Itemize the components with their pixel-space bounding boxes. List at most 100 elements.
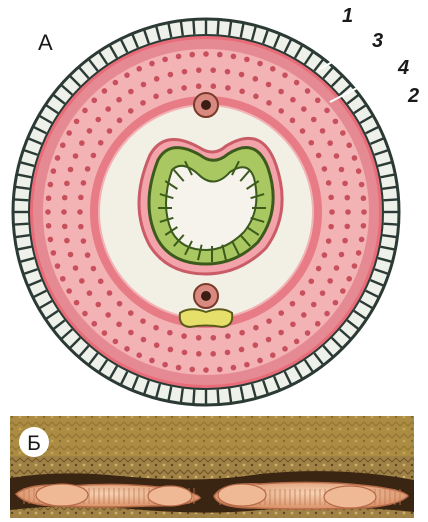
muscle-cell xyxy=(290,97,296,103)
muscle-cell xyxy=(270,66,276,72)
ventral-nerve-core xyxy=(201,291,211,301)
muscle-cell xyxy=(334,265,340,271)
muscle-cell xyxy=(149,358,155,364)
muscle-cell xyxy=(300,128,306,134)
muscle-cell xyxy=(290,321,296,327)
muscle-cell xyxy=(239,72,245,78)
worm-left xyxy=(16,484,200,507)
muscle-cell xyxy=(60,276,66,282)
muscle-cell xyxy=(95,302,101,308)
ventral-organ xyxy=(180,309,233,327)
muscle-cell xyxy=(167,88,173,94)
muscle-cell xyxy=(203,367,209,373)
muscle-cell xyxy=(225,85,231,91)
muscle-cell xyxy=(48,182,54,188)
muscle-cell xyxy=(61,209,67,215)
muscle-cell xyxy=(253,94,259,100)
muscle-cell xyxy=(107,290,113,296)
muscle-cell xyxy=(294,80,300,86)
muscle-cell xyxy=(149,61,155,67)
muscle-cell xyxy=(266,318,272,324)
muscle-cell xyxy=(253,325,259,331)
muscle-cell xyxy=(211,335,217,341)
muscle-cell xyxy=(91,97,97,103)
muscle-cell xyxy=(322,166,328,172)
muscle-cell xyxy=(196,67,202,73)
muscle-cell xyxy=(294,339,300,345)
muscle-cell xyxy=(339,167,345,173)
muscle-cell xyxy=(105,312,111,318)
muscle-cell xyxy=(46,223,52,229)
panel-b-worms-in-soil: Б xyxy=(10,416,414,518)
muscle-cell xyxy=(196,335,202,341)
muscle-cell xyxy=(154,76,160,82)
muscle-cell xyxy=(140,318,146,324)
muscle-cell xyxy=(346,276,352,282)
muscle-cell xyxy=(128,89,134,95)
muscle-cell xyxy=(320,128,326,134)
muscle-cell xyxy=(181,85,187,91)
muscle-cell xyxy=(359,182,365,188)
muscle-cell xyxy=(308,140,314,146)
muscle-cell xyxy=(141,337,147,343)
muscle-cell xyxy=(116,97,122,103)
muscle-cell xyxy=(266,82,272,88)
muscle-cell xyxy=(244,362,250,368)
muscle-cell xyxy=(113,339,119,345)
muscle-cell xyxy=(326,238,332,244)
muscle-cell xyxy=(217,52,223,58)
muscle-cell xyxy=(82,108,88,114)
muscle-cell xyxy=(315,321,321,327)
muscle-cell xyxy=(98,140,104,146)
muscle-cell xyxy=(154,342,160,348)
muscle-cell xyxy=(168,347,174,353)
muscle-cell xyxy=(282,346,288,352)
muscle-cell xyxy=(253,76,259,82)
muscle-cell xyxy=(64,181,70,187)
muscle-cell xyxy=(345,209,351,215)
muscle-cell xyxy=(60,142,66,148)
muscle-cell xyxy=(64,238,70,244)
muscle-cell xyxy=(136,352,142,358)
muscle-cell xyxy=(340,130,346,136)
muscle-cell xyxy=(55,263,61,269)
muscle-cell xyxy=(55,155,61,161)
muscle-cell xyxy=(73,153,79,159)
muscle-cell xyxy=(327,278,333,284)
muscle-cell xyxy=(282,72,288,78)
muscle-cell xyxy=(136,66,142,72)
muscle-cell xyxy=(79,140,85,146)
muscle-cell xyxy=(116,321,122,327)
muscle-cell xyxy=(74,119,80,125)
callout-label-2: 2 xyxy=(407,85,419,107)
cuticle-tick xyxy=(218,20,219,34)
muscle-cell xyxy=(253,342,259,348)
muscle-cell xyxy=(352,155,358,161)
muscle-cell xyxy=(225,333,231,339)
muscle-cell xyxy=(311,302,317,308)
muscle-cell xyxy=(231,365,237,371)
muscle-cell xyxy=(356,168,362,174)
muscle-cell xyxy=(66,130,72,136)
muscle-cell xyxy=(51,250,57,256)
muscle-cell xyxy=(340,288,346,294)
muscle-cell xyxy=(290,301,296,307)
muscle-cell xyxy=(91,266,97,272)
muscle-cell xyxy=(333,300,339,306)
muscle-cell xyxy=(278,89,284,95)
cuticle-tick xyxy=(384,199,398,200)
muscle-cell xyxy=(211,83,217,89)
muscle-cell xyxy=(278,330,284,336)
muscle-cell xyxy=(82,311,88,317)
muscle-cell xyxy=(81,238,87,244)
muscle-cell xyxy=(113,80,119,86)
muscle-cell xyxy=(85,166,91,172)
muscle-cell xyxy=(153,325,159,331)
muscle-cell xyxy=(300,290,306,296)
muscle-cell xyxy=(301,312,307,318)
muscle-cell xyxy=(316,266,322,272)
cuticle-tick xyxy=(193,390,194,404)
muscle-cell xyxy=(316,153,322,159)
muscle-cell xyxy=(85,252,91,258)
cuticle-tick xyxy=(193,20,194,34)
